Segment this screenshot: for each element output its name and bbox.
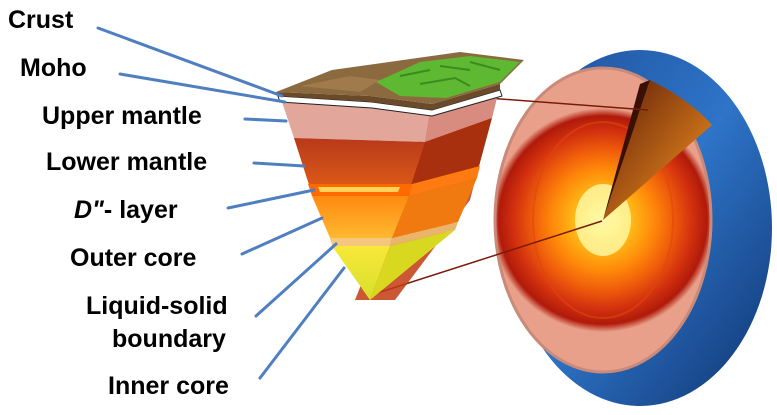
sphere-wedge-dark xyxy=(603,80,650,220)
earth-wedge xyxy=(276,52,524,300)
earth-sphere-cutaway xyxy=(493,50,772,406)
leader-lines xyxy=(96,26,346,380)
sphere-wedge-cut xyxy=(603,80,712,220)
label-crust: Crust xyxy=(8,6,74,34)
wedge-inner-core-side xyxy=(370,230,455,300)
wedge-inner-core xyxy=(332,246,390,300)
label-d-layer: D"- layer xyxy=(74,196,178,224)
wedge-crust-rock xyxy=(276,84,500,110)
wedge-lower-mantle xyxy=(294,138,425,188)
wedge-upper-mantle-side xyxy=(425,94,498,142)
leader-line-liquid-solid xyxy=(254,242,338,318)
label-moho: Moho xyxy=(20,54,87,82)
wedge-d-layer-side xyxy=(409,166,480,196)
connector-line-top xyxy=(487,97,649,111)
wedge-outer-core xyxy=(312,196,409,238)
leader-line-upper-mantle xyxy=(243,117,288,123)
wedge-crust-ridges xyxy=(399,61,501,87)
wedge-d-layer-glow xyxy=(318,187,400,192)
leader-line-inner-core xyxy=(258,266,346,380)
wedge-crust-brown-patch xyxy=(300,76,380,92)
wedge-liquid-solid xyxy=(330,238,392,246)
sphere-outer-core-ring xyxy=(532,121,674,319)
wedge-liquid-solid-side xyxy=(390,222,458,246)
label-d-layer-symbol: D" xyxy=(74,196,104,224)
label-outer-core: Outer core xyxy=(70,244,197,272)
label-inner-core: Inner core xyxy=(108,372,229,400)
label-lower-mantle: Lower mantle xyxy=(46,148,208,176)
leader-line-lower-mantle xyxy=(252,161,306,168)
wedge-outer-core-side xyxy=(392,178,477,238)
leader-line-crust xyxy=(96,26,284,98)
label-upper-mantle: Upper mantle xyxy=(42,102,202,130)
label-d-layer-text: - layer xyxy=(103,196,178,224)
wedge-upper-mantle xyxy=(282,102,430,142)
label-liquid-solid-line1: Liquid-solid xyxy=(86,292,228,320)
leader-line-d-layer xyxy=(226,188,316,210)
leader-line-moho xyxy=(118,72,287,104)
label-liquid-solid-line2: boundary xyxy=(112,325,226,353)
leader-line-outer-core xyxy=(240,216,324,256)
